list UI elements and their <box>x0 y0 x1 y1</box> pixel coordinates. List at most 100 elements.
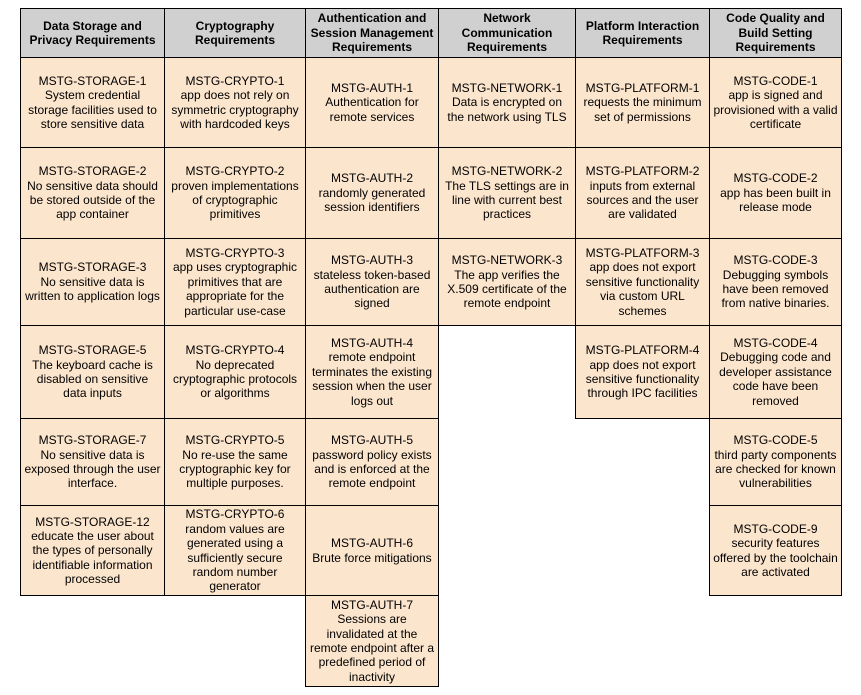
requirement-desc: Debugging code and developer assistance … <box>719 350 832 408</box>
requirement-desc: app does not rely on symmetric cryptogra… <box>171 88 299 131</box>
requirement-desc: No re-use the same cryptographic key for… <box>179 447 291 491</box>
requirement-desc: No deprecated cryptographic protocols or… <box>172 357 298 401</box>
requirement-id: MSTG-CRYPTO-5 <box>185 433 285 448</box>
requirement-id: MSTG-NETWORK-3 <box>451 253 563 268</box>
requirement-id: MSTG-PLATFORM-2 <box>585 164 700 179</box>
column-header-network: Network Communication Requirements <box>438 8 576 58</box>
column-code-quality: Code Quality and Build Setting Requireme… <box>709 8 842 596</box>
column-header-crypto: Cryptography Requirements <box>164 8 306 58</box>
requirement-id: MSTG-AUTH-3 <box>331 253 413 268</box>
requirement-desc: proven implementations of cryptographic … <box>171 178 299 222</box>
requirement-desc: No sensitive data should be stored outsi… <box>27 178 158 222</box>
requirement-desc: Authentication for remote services <box>325 95 419 124</box>
requirement-id: MSTG-CRYPTO-1 <box>185 73 285 88</box>
requirement-id: MSTG-AUTH-2 <box>331 171 413 186</box>
requirement-id: MSTG-STORAGE-12 <box>35 514 150 529</box>
requirement-id: MSTG-PLATFORM-3 <box>585 246 700 261</box>
requirement-desc: No sensitive data is exposed through the… <box>24 447 161 491</box>
requirement-id: MSTG-CODE-9 <box>733 521 818 536</box>
requirement-id: MSTG-STORAGE-7 <box>38 433 147 448</box>
requirement-id: MSTG-AUTH-6 <box>331 536 413 551</box>
requirement-desc: The app verifies the X.509 certificate o… <box>447 267 567 311</box>
requirement-desc: The TLS settings are in line with curren… <box>445 178 569 222</box>
requirement-id: MSTG-CRYPTO-3 <box>185 246 285 261</box>
requirement-id: MSTG-CODE-2 <box>733 171 818 186</box>
requirement-desc: randomly generated session identifiers <box>318 185 426 215</box>
requirement-id: MSTG-PLATFORM-1 <box>585 80 700 95</box>
requirement-id: MSTG-CODE-1 <box>733 73 818 88</box>
requirement-desc: app does not export sensitive functional… <box>585 357 700 401</box>
requirement-desc: Sessions are invalidated at the remote e… <box>309 612 435 684</box>
requirement-desc: random values are generated using a suff… <box>185 521 285 594</box>
requirement-id: MSTG-AUTH-4 <box>331 336 413 351</box>
requirement-desc: app is signed and provisioned with a val… <box>713 88 838 131</box>
requirement-id: MSTG-STORAGE-3 <box>38 260 147 275</box>
requirement-id: MSTG-CODE-5 <box>733 433 818 448</box>
requirement-id: MSTG-CRYPTO-2 <box>185 164 285 179</box>
requirement-desc: System credential storage facilities use… <box>28 88 157 131</box>
column-header-platform: Platform Interaction Requirements <box>575 8 710 58</box>
column-header-auth: Authentication and Session Management Re… <box>305 8 439 58</box>
requirement-desc: educate the user about the types of pers… <box>31 528 154 587</box>
requirement-id: MSTG-CODE-3 <box>733 253 818 268</box>
requirement-id: MSTG-AUTH-1 <box>331 80 413 95</box>
requirement-id: MSTG-AUTH-7 <box>331 597 413 612</box>
column-header-storage: Data Storage and Privacy Requirements <box>20 8 165 58</box>
requirement-desc: requests the minimum set of permissions <box>583 95 702 124</box>
requirement-desc: inputs from external sources and the use… <box>586 178 699 222</box>
requirement-desc: stateless token-based authentication are… <box>313 267 431 311</box>
requirement-desc: app does not export sensitive functional… <box>585 260 700 318</box>
requirement-id: MSTG-NETWORK-1 <box>451 80 563 95</box>
requirement-id: MSTG-CRYPTO-6 <box>185 507 285 522</box>
requirement-desc: Debugging symbols have been removed from… <box>721 267 830 311</box>
column-header-code: Code Quality and Build Setting Requireme… <box>709 8 842 58</box>
requirement-id: MSTG-STORAGE-5 <box>38 343 147 358</box>
requirement-desc: password policy exists and is enforced a… <box>312 447 432 491</box>
requirement-id: MSTG-AUTH-5 <box>331 433 413 448</box>
requirement-id: MSTG-CRYPTO-4 <box>185 343 285 358</box>
requirement-desc: security features offered by the toolcha… <box>713 536 838 579</box>
requirement-desc: Data is encrypted on the network using T… <box>447 95 567 124</box>
requirement-desc: Brute force mitigations <box>312 550 432 565</box>
requirement-id: MSTG-CODE-4 <box>733 336 818 351</box>
requirement-desc: app has been built in release mode <box>720 185 831 215</box>
requirement-desc: No sensitive data is written to applicat… <box>25 274 160 304</box>
requirement-id: MSTG-NETWORK-2 <box>451 164 563 179</box>
requirement-desc: remote endpoint terminates the existing … <box>311 350 433 408</box>
requirement-desc: The keyboard cache is disabled on sensit… <box>32 357 153 401</box>
